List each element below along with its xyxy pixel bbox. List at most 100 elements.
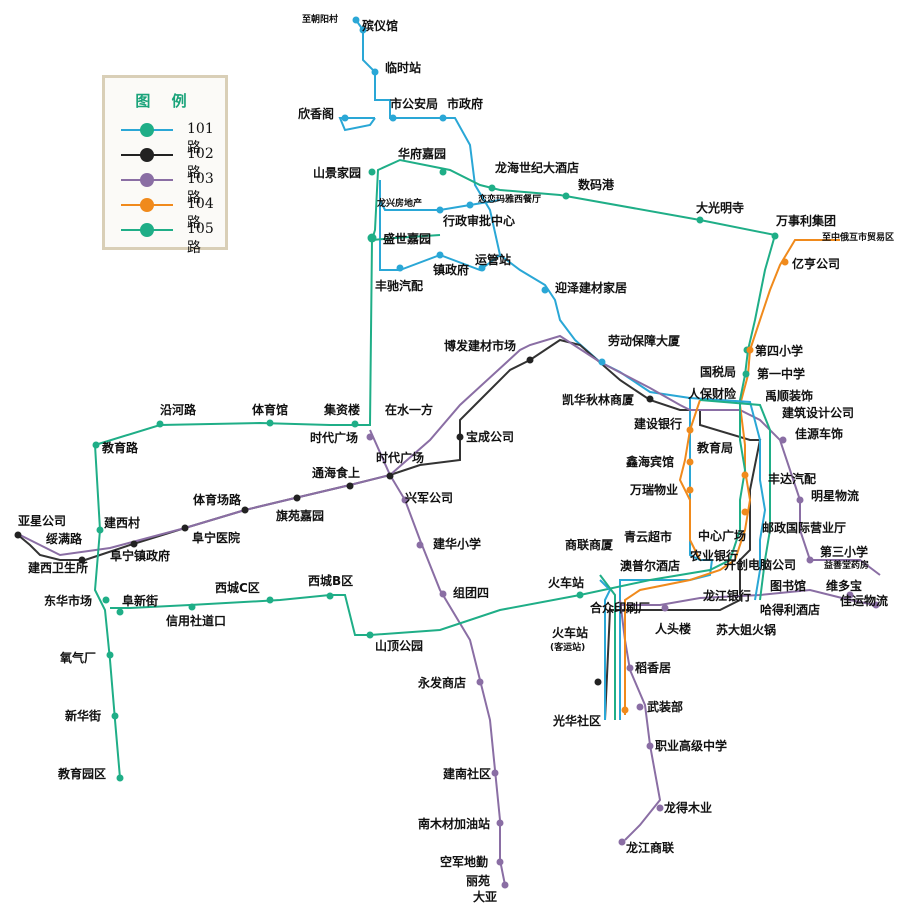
label-tiyuchang: 体育场路: [193, 492, 242, 507]
label-jianhua: 建华小学: [432, 536, 481, 551]
label-fuxinjie: 阜新街: [122, 593, 158, 608]
legend-item: 105路: [121, 220, 227, 256]
label-funingyiyuan: 阜宁医院: [192, 530, 240, 545]
legend-stop-dot: [140, 223, 154, 237]
legend-route-name: 101路: [187, 121, 214, 156]
label-daya: 大亚: [473, 889, 497, 904]
label-diyizhongxue: 第一中学: [757, 366, 805, 381]
label-yanhelu: 沿河路: [159, 402, 197, 417]
route-101-line: [355, 19, 714, 720]
label-sudajie: 苏大姐火锅: [716, 622, 776, 637]
label-hezhong: 合众印刷厂: [590, 600, 650, 615]
label-aopuer: 澳普尔酒店: [620, 558, 680, 573]
label-longjiangshanglian: 龙江商联: [626, 840, 674, 855]
label-bofa: 博发建材市场: [444, 338, 516, 353]
label-rentoulou: 人头楼: [655, 621, 691, 636]
label-longjiang: 龙江银行: [703, 588, 751, 603]
legend-stop-dot: [140, 173, 154, 187]
label-wuzhuangbu: 武装部: [647, 699, 683, 714]
label-xingjun: 兴军公司: [405, 490, 453, 505]
label-hadeli: 哈得利酒店: [760, 602, 820, 617]
label-zhenzhengfu: 镇政府: [433, 262, 469, 277]
label-keyunzhan: (客运站): [550, 641, 585, 653]
legend-item: 103路: [121, 170, 227, 206]
label-tiyuguan: 体育馆: [252, 402, 288, 417]
label-disanxiaoxue: 第三小学: [820, 544, 868, 559]
label-jianxicun: 建西村: [103, 515, 140, 530]
label-qingyun: 青云超市: [624, 529, 672, 544]
route-102-line: [17, 338, 762, 721]
route-103-line: [19, 334, 881, 576]
label-xinhai: 鑫海宾馆: [625, 454, 674, 469]
label-zutuansi: 组团四: [453, 585, 489, 600]
route-104-line: [624, 239, 840, 715]
label-shanglian: 商联商厦: [565, 537, 614, 552]
route-103-south: [369, 429, 506, 886]
route-101-branch: [338, 117, 376, 132]
label-kaihua: 凯华秋林商厦: [562, 392, 635, 407]
trunk-bundle-1: [689, 397, 767, 601]
route-105-line: [93, 158, 777, 779]
label-shanjing: 山景家园: [313, 165, 361, 180]
label-guanghua: 光华社区: [552, 713, 601, 728]
label-jianzhu: 建筑设计公司: [781, 405, 854, 420]
label-xicheng-c: 西城C区: [215, 580, 260, 595]
route-105-loop: [371, 234, 441, 241]
trunk-bundle-4: [599, 574, 616, 720]
label-jiannan: 建南社区: [442, 766, 491, 781]
label-wanshili: 万事利集团: [775, 213, 836, 228]
label-zhongxin: 中心广场: [698, 528, 746, 543]
label-jiaoyuyuan: 教育园区: [57, 766, 106, 781]
label-shumagang: 数码港: [578, 177, 615, 192]
label-huafu: 华府嘉园: [398, 146, 446, 161]
label-jiaoyuju: 教育局: [696, 440, 733, 455]
label-weiduobao: 维多宝: [826, 578, 862, 593]
legend-stop-dot: [140, 198, 154, 212]
label-gonganju: 市公安局: [390, 96, 438, 111]
label-tonghai: 通海食上: [312, 465, 360, 480]
label-shizhengfu: 市政府: [447, 96, 483, 111]
label-zhiye: 职业高级中学: [655, 738, 727, 753]
label-yingze: 迎泽建材家居: [555, 280, 627, 295]
label-shidai-2: 时代广场: [376, 450, 424, 465]
legend-item: 101路: [121, 120, 227, 156]
label-xingzheng: 行政审批中心: [442, 213, 515, 228]
label-yishantang: 益善堂药房: [824, 559, 869, 571]
label-jiayun: 佳运物流: [840, 593, 888, 608]
label-renbao: 人保财险: [688, 386, 737, 401]
label-jiansheyinhang: 建设银行: [633, 416, 682, 431]
label-liyuan: 丽苑: [466, 873, 490, 888]
label-binyiguan: 殡仪馆: [362, 18, 398, 33]
legend-route-name: 104路: [187, 196, 214, 231]
label-donghua: 东华市场: [44, 593, 92, 608]
label-disixiaoxue: 第四小学: [755, 343, 803, 358]
label-yaxing: 亚星公司: [18, 514, 66, 528]
trunk-bundle-2: [699, 399, 771, 601]
label-qiyuan: 旗苑嘉园: [276, 508, 324, 523]
label-huochezhan-1: 火车站: [548, 575, 584, 590]
label-yunguan: 运管站: [475, 252, 511, 267]
label-longxing: 龙兴房地产: [376, 197, 422, 209]
label-suimanlu: 绥满路: [46, 531, 83, 546]
label-xinxiangge: 欣香阁: [298, 106, 334, 121]
label-lianlian: 恋恋玛雅西餐厅: [478, 193, 541, 205]
legend-route-name: 105路: [187, 221, 214, 256]
label-longhai: 龙海世纪大酒店: [495, 160, 579, 175]
label-tushuguan: 图书馆: [770, 578, 806, 593]
label-daguangming: 大光明寺: [696, 200, 744, 215]
trunk-bundle-3: [599, 579, 612, 720]
label-yiheng: 亿亨公司: [792, 256, 840, 271]
label-zaishui: 在水一方: [385, 402, 433, 417]
label-youzheng: 邮政国际营业厅: [762, 520, 846, 535]
label-guoshui: 国税局: [700, 364, 736, 379]
label-funingzhen: 阜宁镇政府: [110, 548, 170, 563]
legend-route-name: 103路: [187, 171, 214, 206]
label-baocheng: 宝成公司: [466, 429, 514, 444]
legend-item: 102路: [121, 145, 227, 181]
legend-item: 104路: [121, 195, 227, 231]
label-nongye: 农业银行: [689, 548, 738, 563]
station-labels: 至朝阳村 殡仪馆 临时站 欣香阁 市公安局 市政府 山景家园 华府嘉园 龙海世纪…: [18, 13, 894, 904]
label-zhi-zhonge: 至中俄互市贸易区: [822, 231, 894, 243]
